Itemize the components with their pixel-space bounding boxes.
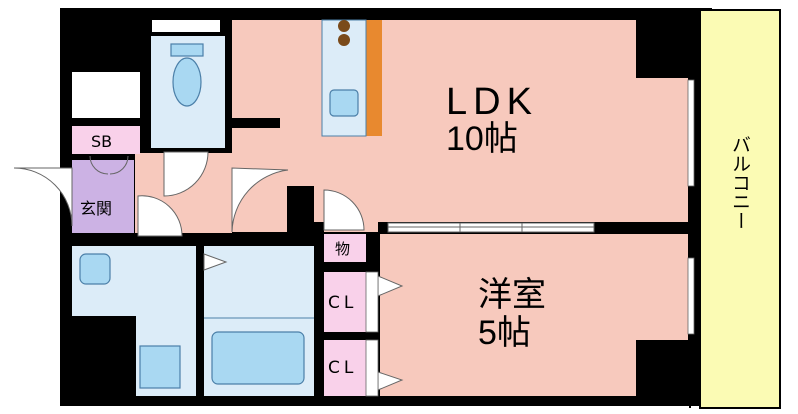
toilet-bowl-icon — [172, 57, 202, 107]
wall — [196, 238, 204, 396]
burner-icon — [338, 20, 350, 32]
window — [687, 79, 695, 187]
wash-basin-icon — [79, 253, 111, 285]
shoebox-door-swing — [109, 155, 129, 175]
closet-1-label: CL — [328, 293, 357, 313]
western-room — [380, 234, 688, 396]
washroom-door-swing — [137, 195, 183, 237]
white-niche-left — [72, 72, 140, 118]
wall — [636, 340, 690, 396]
shoe-box — [72, 126, 140, 154]
toilet-door-swing — [163, 151, 209, 197]
kitchen-counter-back — [366, 20, 382, 136]
wall — [232, 118, 280, 128]
ldk-door-swing — [231, 167, 289, 233]
western-room-label: 洋室 — [478, 276, 546, 314]
storage-door-swing — [323, 189, 365, 231]
closet-1 — [320, 272, 366, 332]
toilet-tank — [170, 43, 204, 57]
ldk-label: LDK — [446, 81, 538, 123]
entrance-label: 玄関 — [80, 199, 112, 218]
balcony-label: バルコニー — [729, 135, 751, 230]
washing-machine-icon — [139, 345, 181, 389]
window — [687, 257, 695, 335]
wall — [72, 236, 192, 244]
balcony — [699, 9, 781, 409]
western-room-size-label: 5帖 — [478, 314, 531, 352]
front-door-swing — [13, 167, 73, 227]
bath-door-swing — [203, 253, 228, 271]
wall — [636, 20, 690, 78]
ldk-size-label: 10帖 — [446, 120, 518, 158]
wall — [314, 222, 324, 396]
shoe-box-label: SB — [91, 132, 112, 151]
closet-door — [365, 271, 379, 333]
storage-closet — [320, 234, 366, 262]
burner-icon — [338, 34, 350, 46]
closet-2-label: CL — [328, 358, 357, 378]
entrance — [72, 160, 134, 233]
kitchen-sink-icon — [329, 89, 359, 117]
kitchen-counter — [321, 19, 367, 137]
closet-door — [365, 339, 379, 397]
closet-2 — [320, 340, 366, 396]
shoebox-door-swing — [89, 155, 109, 175]
bathtub-icon — [211, 331, 305, 385]
storage-label: 物 — [335, 240, 350, 258]
white-niche-top — [152, 20, 220, 32]
